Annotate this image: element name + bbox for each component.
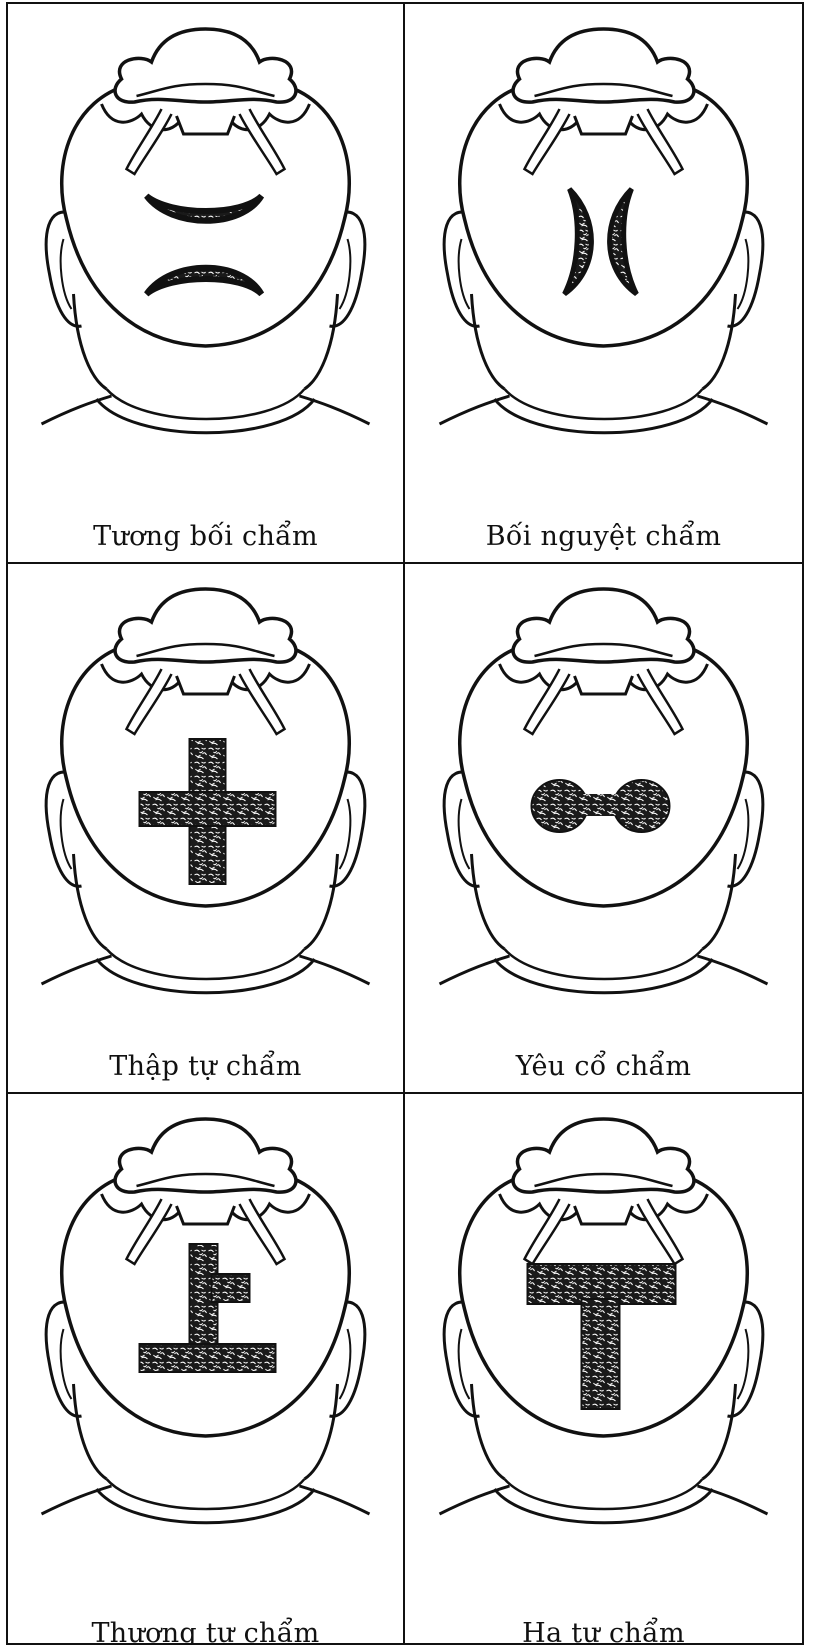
figure-panel-tuong-boi-cham: Tương bối chẩm xyxy=(8,4,405,564)
head-illustration xyxy=(8,1094,403,1564)
head-illustration xyxy=(8,4,403,474)
figure-caption: Hạ tự chẩm xyxy=(405,1618,802,1643)
head-illustration xyxy=(405,4,802,474)
figure-grid: Tương bối chẩm Bối nguyệt chẩm Thập tự c… xyxy=(6,2,804,1645)
figure-caption: Tương bối chẩm xyxy=(8,521,403,552)
figure-panel-thuong-tu-cham: Thương tự chẩm xyxy=(8,1094,405,1643)
figure-caption: Thập tự chẩm xyxy=(8,1051,403,1082)
head-illustration xyxy=(8,564,403,1034)
figure-panel-boi-nguyet-cham: Bối nguyệt chẩm xyxy=(405,4,802,564)
figure-panel-thap-tu-cham: Thập tự chẩm xyxy=(8,564,405,1094)
head-illustration xyxy=(405,564,802,1034)
figure-panel-yeu-co-cham: Yêu cổ chẩm xyxy=(405,564,802,1094)
figure-caption: Thương tự chẩm xyxy=(8,1618,403,1643)
figure-caption: Bối nguyệt chẩm xyxy=(405,521,802,552)
head-illustration xyxy=(405,1094,802,1564)
figure-panel-ha-tu-cham: Hạ tự chẩm xyxy=(405,1094,802,1643)
figure-caption: Yêu cổ chẩm xyxy=(405,1051,802,1082)
